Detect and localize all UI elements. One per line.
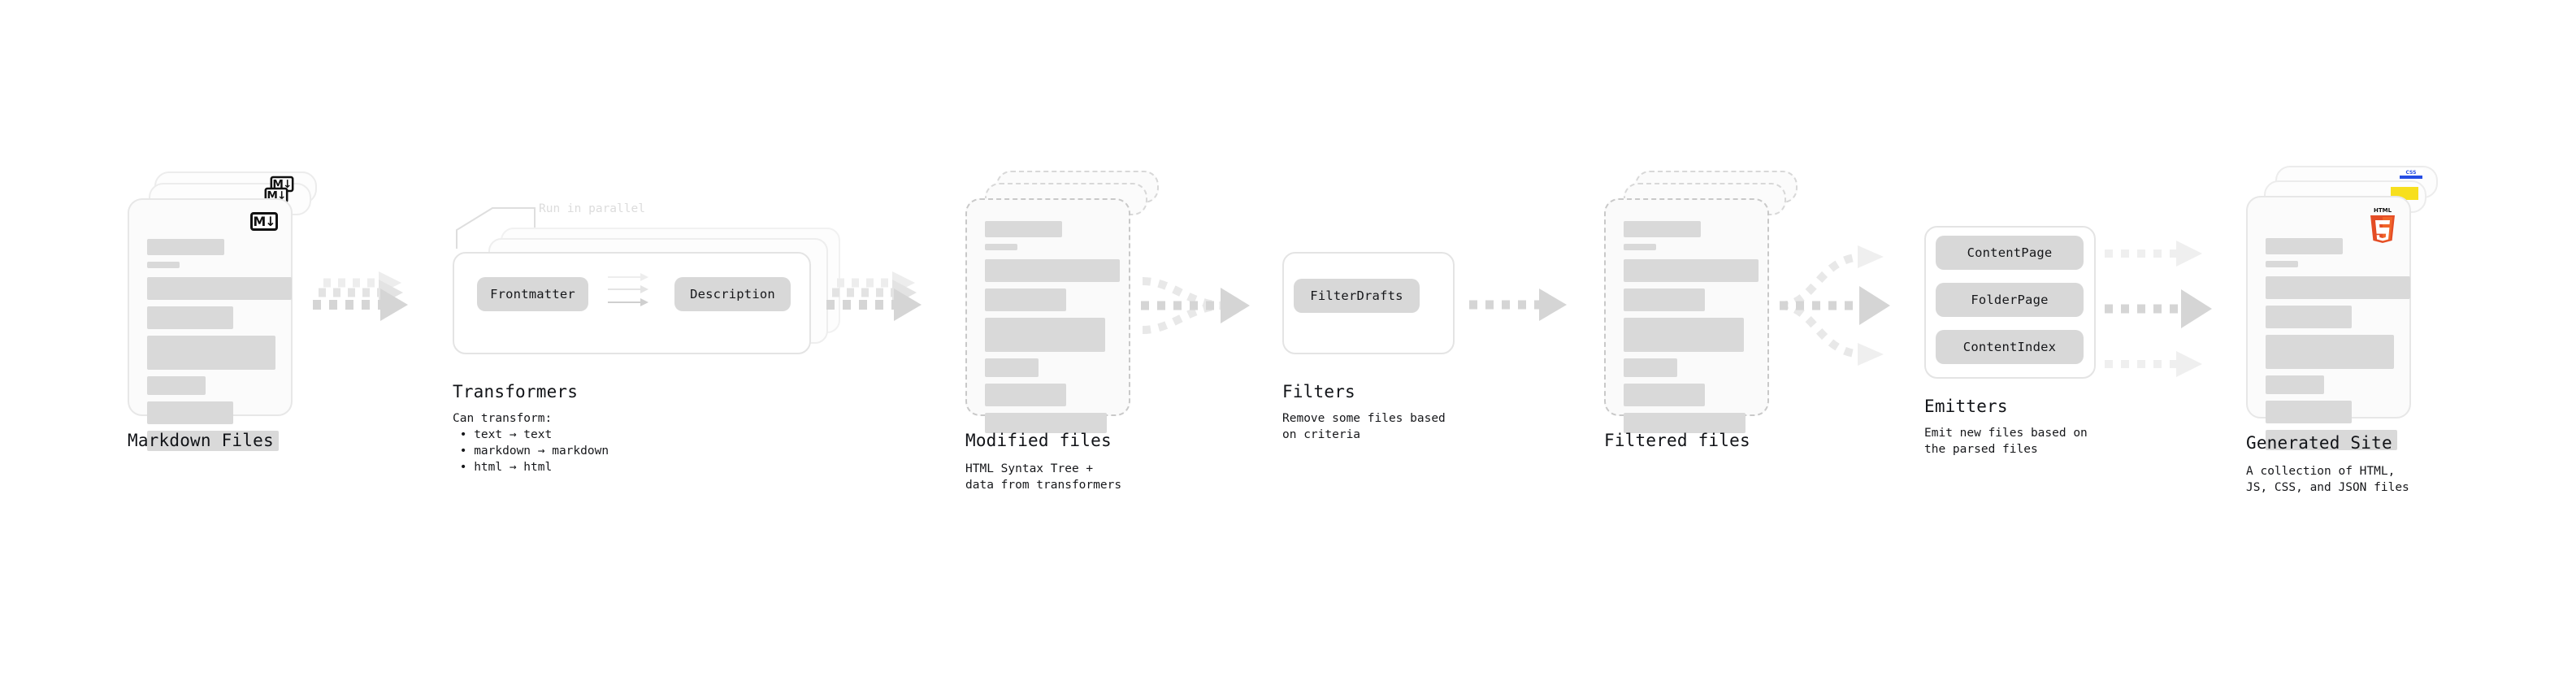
stage-subtitle-filters: Remove some files based on criteria — [1282, 412, 1446, 441]
connector-modified-to-filters — [1141, 277, 1250, 334]
generated-site-card: HTML — [2246, 196, 2411, 450]
stage-subtitle-modified-files: HTML Syntax Tree + data from transformer… — [965, 462, 1122, 492]
skeleton-bar — [985, 384, 1066, 406]
skeleton-bar — [147, 401, 233, 424]
stage-title-transformers: Transformers — [453, 382, 579, 401]
skeleton-bar — [2266, 238, 2343, 254]
connector-filters-to-filtered — [1469, 288, 1567, 321]
stage-title-emitters: Emitters — [1924, 397, 2008, 416]
skeleton-bar — [985, 221, 1062, 237]
html5-badge-icon: HTML — [2370, 207, 2395, 243]
skeleton-bar — [1624, 288, 1705, 311]
skeleton-bar — [985, 288, 1066, 311]
skeleton-bar — [147, 376, 206, 395]
emitter-chip-contentindex[interactable]: ContentIndex — [1936, 330, 2084, 364]
stage-title-generated-site: Generated Site — [2246, 433, 2392, 453]
filtered-file-card — [1604, 198, 1769, 433]
skeleton-bar — [985, 318, 1105, 352]
skeleton-bar — [2266, 401, 2352, 423]
skeleton-bar — [985, 413, 1107, 433]
skeleton-bar — [1624, 318, 1744, 352]
skeleton-bar — [2266, 430, 2397, 450]
emitter-chip-folderpage[interactable]: FolderPage — [1936, 283, 2084, 317]
skeleton-bar — [1624, 358, 1677, 377]
skeleton-bar — [147, 239, 224, 255]
skeleton-lines — [147, 239, 292, 458]
markdown-badge-icon: M↓ — [250, 212, 278, 231]
skeleton-bar — [147, 306, 233, 329]
skeleton-bar — [147, 262, 180, 268]
skeleton-bar — [147, 431, 279, 451]
stage-title-modified-files: Modified files — [965, 431, 1112, 450]
skeleton-bar — [985, 259, 1120, 282]
skeleton-bar — [1624, 221, 1701, 237]
stage-title-filtered-files: Filtered files — [1604, 431, 1750, 450]
connector-filtered-to-emitters — [1779, 245, 1890, 366]
transformer-inner-arrows — [608, 273, 648, 306]
skeleton-bar — [1624, 259, 1759, 282]
stage-title-markdown-files: Markdown Files — [128, 431, 274, 450]
stage-subtitle-generated-site: A collection of HTML, JS, CSS, and JSON … — [2246, 465, 2409, 494]
stage-subtitle-emitters: Emit new files based on the parsed files — [1924, 427, 2088, 456]
filter-chip-filterdrafts[interactable]: FilterDrafts — [1294, 279, 1420, 313]
transformer-chip-frontmatter[interactable]: Frontmatter — [477, 277, 588, 311]
connector-markdown-to-transformers — [313, 271, 408, 321]
css-badge-icon: CSS — [2399, 169, 2423, 179]
markdown-file-card: M↓ — [128, 198, 293, 451]
stage-title-filters: Filters — [1282, 382, 1355, 401]
skeleton-bar — [147, 336, 275, 370]
skeleton-lines — [985, 221, 1120, 440]
skeleton-bar — [1624, 384, 1705, 406]
parallel-bracket — [456, 207, 536, 249]
transformer-chip-description[interactable]: Description — [674, 277, 791, 311]
run-in-parallel-label: Run in parallel — [539, 202, 645, 215]
skeleton-bar — [147, 277, 292, 300]
skeleton-bar — [1624, 244, 1656, 250]
skeleton-lines — [2266, 238, 2410, 457]
skeleton-bar — [2266, 335, 2394, 369]
skeleton-bar — [2266, 306, 2352, 328]
connector-transformers-to-modified — [826, 271, 922, 321]
skeleton-lines — [1624, 221, 1759, 440]
connector-emitters-to-site — [2105, 241, 2212, 377]
skeleton-bar — [985, 358, 1039, 377]
modified-file-card — [965, 198, 1130, 433]
skeleton-bar — [985, 244, 1017, 250]
emitter-chip-contentpage[interactable]: ContentPage — [1936, 236, 2084, 270]
skeleton-bar — [2266, 276, 2410, 299]
skeleton-bar — [2266, 375, 2324, 394]
svg-text:HTML: HTML — [2374, 207, 2392, 214]
stage-subtitle-transformers: Can transform: • text → text • markdown … — [453, 412, 609, 474]
skeleton-bar — [2266, 261, 2298, 267]
skeleton-bar — [1624, 413, 1746, 433]
